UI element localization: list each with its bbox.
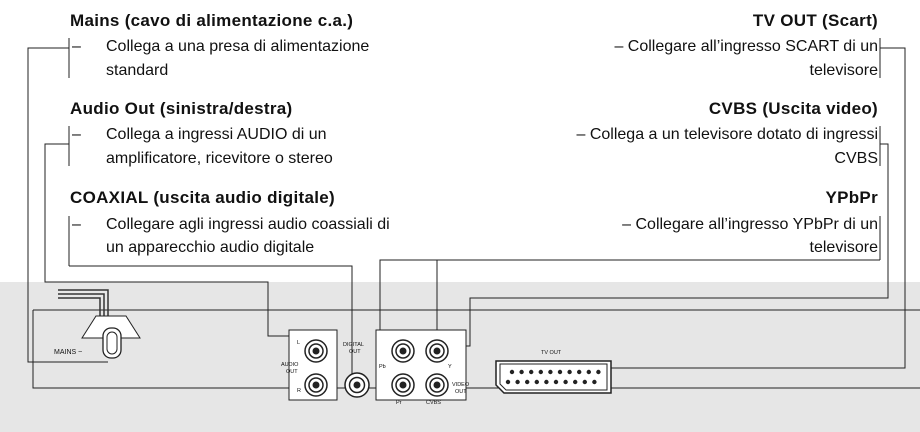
scart-pin: [582, 379, 587, 385]
y-label: Y: [448, 364, 452, 370]
audio-out-dash: –: [72, 126, 81, 143]
scart-pin: [525, 379, 530, 385]
scart-pin: [567, 369, 572, 375]
scart-pin: [557, 369, 563, 375]
tv-out-line-2: televisore: [810, 62, 879, 79]
label-brackets: [68, 38, 881, 266]
label-mains: Mains (cavo di alimentazione c.a.) – Col…: [70, 11, 369, 79]
video-out-block: Pb Y Pr CVBS VIDEO OUT: [375, 329, 470, 406]
ypbpr-line-1: – Collegare all’ingresso YPbPr di un: [622, 216, 878, 233]
scart-pin: [505, 379, 511, 385]
scart-pins-top: [509, 369, 601, 375]
audio-r-label: R: [297, 388, 301, 394]
pb-jack[interactable]: [391, 339, 415, 363]
audio-l-label: L: [297, 340, 300, 346]
cvbs-line-2: CVBS: [834, 150, 878, 167]
scart-pin: [553, 379, 559, 385]
scart-pin: [577, 369, 582, 375]
coaxial-dash: –: [72, 216, 81, 233]
cvbs-panel-label: CVBS: [426, 400, 441, 406]
cvbs-jack[interactable]: [425, 373, 449, 397]
scart-pin: [534, 379, 539, 385]
scart-pin: [586, 369, 591, 375]
pb-label: Pb: [379, 364, 386, 370]
tv-out-panel-label: TV OUT: [541, 350, 562, 356]
panel-outline: [32, 310, 920, 389]
scart-connector[interactable]: [495, 360, 612, 394]
ypbpr-title: YPbPr: [825, 188, 878, 207]
label-audio-out: Audio Out (sinistra/destra) – Collega a …: [70, 99, 333, 167]
mains-dash: –: [72, 38, 81, 55]
pr-jack[interactable]: [391, 373, 415, 397]
scart-pin: [529, 369, 534, 375]
audio-out-panel-label-1: AUDIO: [281, 362, 299, 368]
audio-out-line-2: amplificatore, ricevitore o stereo: [106, 150, 333, 167]
scart-pin: [596, 369, 601, 375]
label-cvbs: CVBS (Uscita video) – Collega a un telev…: [576, 99, 878, 167]
label-ypbpr: YPbPr – Collegare all’ingresso YPbPr di …: [622, 188, 878, 256]
video-out-label-2: OUT: [455, 389, 467, 395]
scart-pin: [509, 369, 515, 375]
scart-pin: [573, 379, 578, 385]
y-jack[interactable]: [425, 339, 449, 363]
cvbs-line-1: – Collega a un televisore dotato di ingr…: [576, 126, 878, 143]
scart-pin: [563, 379, 568, 385]
scart-pin: [592, 379, 597, 385]
tv-out-title: TV OUT (Scart): [753, 11, 878, 30]
scart-pin: [515, 379, 520, 385]
label-coaxial: COAXIAL (uscita audio digitale) – Colleg…: [70, 188, 390, 256]
scart-pin: [548, 369, 553, 375]
scart-pins-bottom: [505, 379, 597, 385]
audio-left-jack[interactable]: [304, 339, 328, 363]
scart-pin: [538, 369, 543, 375]
digital-out-label-1: DIGITAL: [343, 342, 364, 348]
scart-pin: [519, 369, 524, 375]
ypbpr-line-2: televisore: [810, 239, 879, 256]
mains-title: Mains (cavo di alimentazione c.a.): [70, 11, 353, 30]
audio-out-title: Audio Out (sinistra/destra): [70, 99, 293, 118]
scart-block: TV OUT: [495, 350, 612, 394]
audio-right-jack[interactable]: [304, 373, 328, 397]
pr-label: Pr: [396, 400, 402, 406]
mains-line-2: standard: [106, 62, 168, 79]
coaxial-line-2: un apparecchio audio digitale: [106, 239, 314, 256]
video-out-label-1: VIDEO: [452, 382, 470, 388]
scart-pin: [544, 379, 549, 385]
label-tv-out: TV OUT (Scart) – Collegare all’ingresso …: [614, 11, 878, 79]
audio-out-line-1: Collega a ingressi AUDIO di un: [106, 126, 327, 143]
coaxial-line-1: Collegare agli ingressi audio coassiali …: [106, 216, 390, 233]
coaxial-jack[interactable]: [344, 372, 370, 398]
mains-panel-label: MAINS ~: [54, 349, 82, 356]
digital-out-label-2: OUT: [349, 349, 361, 355]
leader-lines: [27, 47, 906, 380]
audio-out-block: L R AUDIO OUT: [281, 329, 338, 401]
mains-cable: MAINS ~: [54, 289, 141, 359]
digital-out-block: DIGITAL OUT: [343, 342, 370, 398]
tv-out-line-1: – Collegare all’ingresso SCART di un: [614, 38, 878, 55]
coaxial-title: COAXIAL (uscita audio digitale): [70, 188, 335, 207]
cvbs-title: CVBS (Uscita video): [709, 99, 878, 118]
audio-out-panel-label-2: OUT: [286, 369, 298, 375]
mains-line-1: Collega a una presa di alimentazione: [106, 38, 369, 55]
